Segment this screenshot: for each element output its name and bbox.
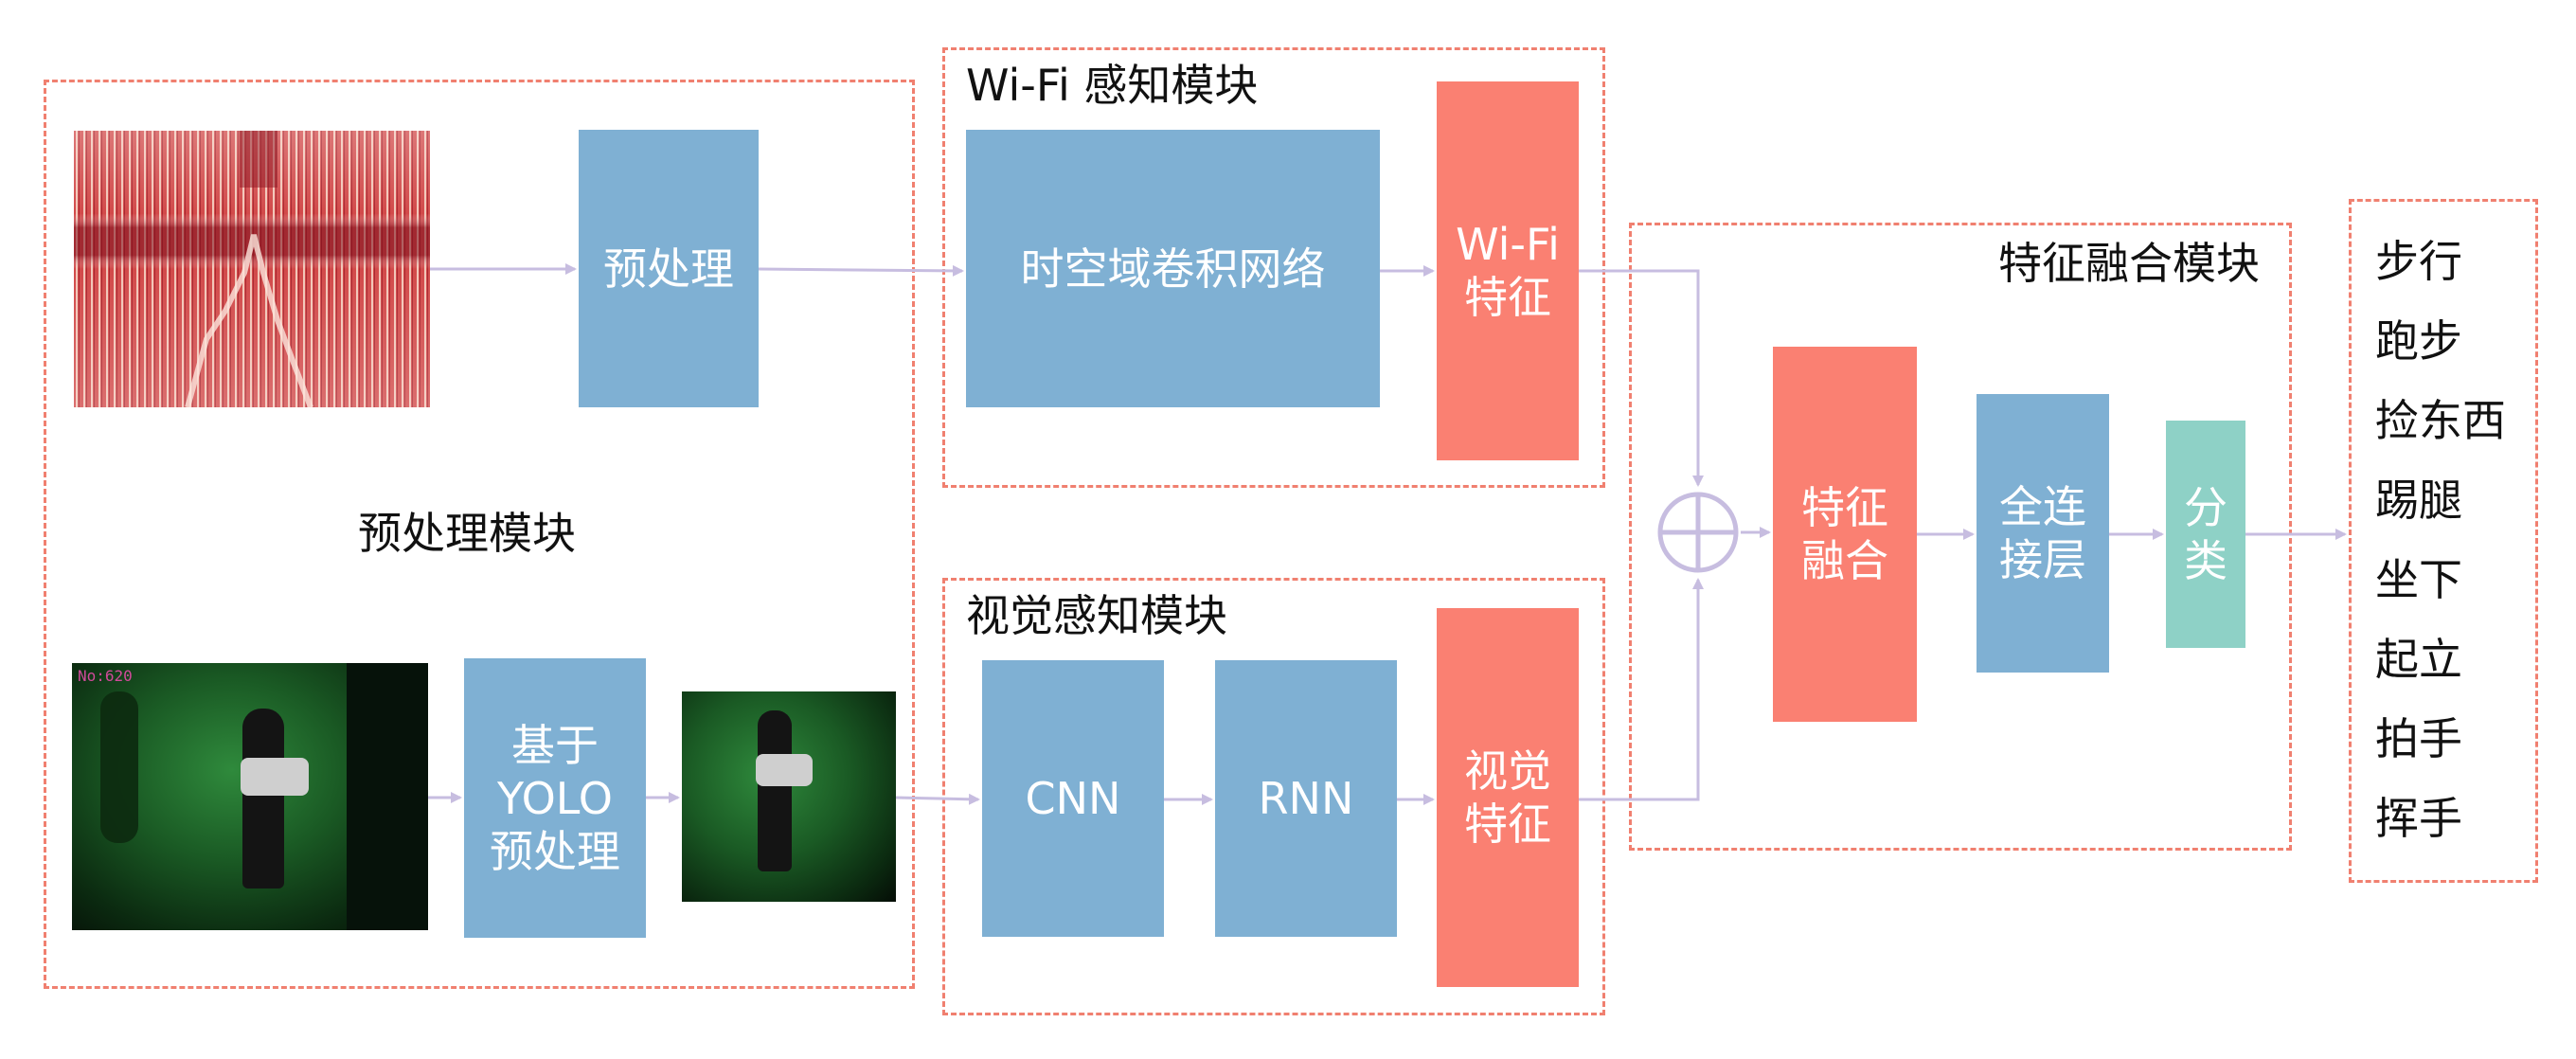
visual-feature-line2: 特征 [1464, 799, 1551, 850]
class-label: 坐下 [2375, 554, 2462, 605]
preprocess-label: 预处理 [603, 242, 734, 295]
wifi-module-box [942, 47, 1605, 488]
dark-right-region [347, 663, 428, 930]
preprocess-block: 预处理 [579, 130, 759, 407]
wifi-feature-line1: Wi-Fi [1456, 219, 1560, 270]
wifi-module-title: Wi-Fi 感知模块 [966, 60, 1259, 111]
rnn-label: RNN [1258, 773, 1354, 824]
vision-module-title: 视觉感知模块 [966, 590, 1227, 641]
class-label: 捡东西 [2375, 395, 2506, 446]
fusion-module-title: 特征融合模块 [1998, 238, 2260, 289]
class-label: 拍手 [2375, 713, 2462, 764]
fusion-line2: 融合 [1801, 535, 1888, 586]
cropped-person-shirt [756, 754, 813, 786]
arrow-crop-to-cnn [895, 793, 980, 805]
class-label: 步行 [2375, 236, 2462, 287]
yolo-line3: 预处理 [490, 825, 620, 877]
fully-connected-block: 全连 接层 [1977, 394, 2109, 673]
class-label: 踢腿 [2375, 475, 2462, 526]
visual-feature-line1: 视觉 [1464, 745, 1551, 797]
cnn-label: CNN [1025, 773, 1121, 824]
shadow-figure [100, 691, 138, 843]
video-frame-original: No:620 [72, 663, 428, 930]
spatiotemporal-cnn-block: 时空域卷积网络 [966, 130, 1380, 407]
video-frame-cropped [682, 691, 896, 902]
fc-line2: 接层 [1999, 534, 2086, 585]
wifi-feature-block: Wi-Fi 特征 [1437, 81, 1579, 460]
frame-number-label: No:620 [78, 667, 133, 685]
class-label: 挥手 [2375, 793, 2462, 844]
fusion-module-box [1629, 223, 2292, 851]
arrow-preprocess-to-stcnn [758, 264, 964, 277]
classification-block: 分 类 [2166, 421, 2245, 648]
classify-line1: 分 [2184, 482, 2227, 533]
classes-box [2349, 199, 2538, 883]
wifi-feature-line2: 特征 [1464, 272, 1551, 323]
arrow-wifi-feature-to-fusion [1579, 269, 1704, 487]
person-silhouette [242, 709, 284, 888]
spatiotemporal-cnn-label: 时空域卷积网络 [1020, 242, 1326, 295]
preprocess-module-title: 预处理模块 [358, 508, 576, 559]
class-label: 跑步 [2375, 315, 2462, 367]
fusion-line1: 特征 [1801, 482, 1888, 533]
classify-line2: 类 [2184, 535, 2227, 586]
feature-fusion-block: 特征 融合 [1773, 347, 1917, 722]
yolo-line1: 基于 [511, 719, 599, 771]
yolo-line2: YOLO [497, 772, 613, 824]
rnn-block: RNN [1215, 660, 1397, 937]
wifi-csi-heatmap [74, 131, 430, 407]
csi-heatmap-graphic [74, 131, 430, 407]
preprocess-module-box [44, 80, 915, 989]
yolo-preprocess-block: 基于 YOLO 预处理 [464, 658, 646, 938]
fc-line1: 全连 [1999, 481, 2086, 532]
vision-module-box [942, 578, 1605, 1015]
visual-feature-block: 视觉 特征 [1437, 608, 1579, 987]
class-label: 起立 [2375, 634, 2462, 685]
cnn-block: CNN [982, 660, 1164, 937]
person-shirt [241, 758, 309, 796]
cropped-person-silhouette [758, 710, 792, 871]
arrow-visual-feature-to-fusion [1579, 578, 1704, 801]
